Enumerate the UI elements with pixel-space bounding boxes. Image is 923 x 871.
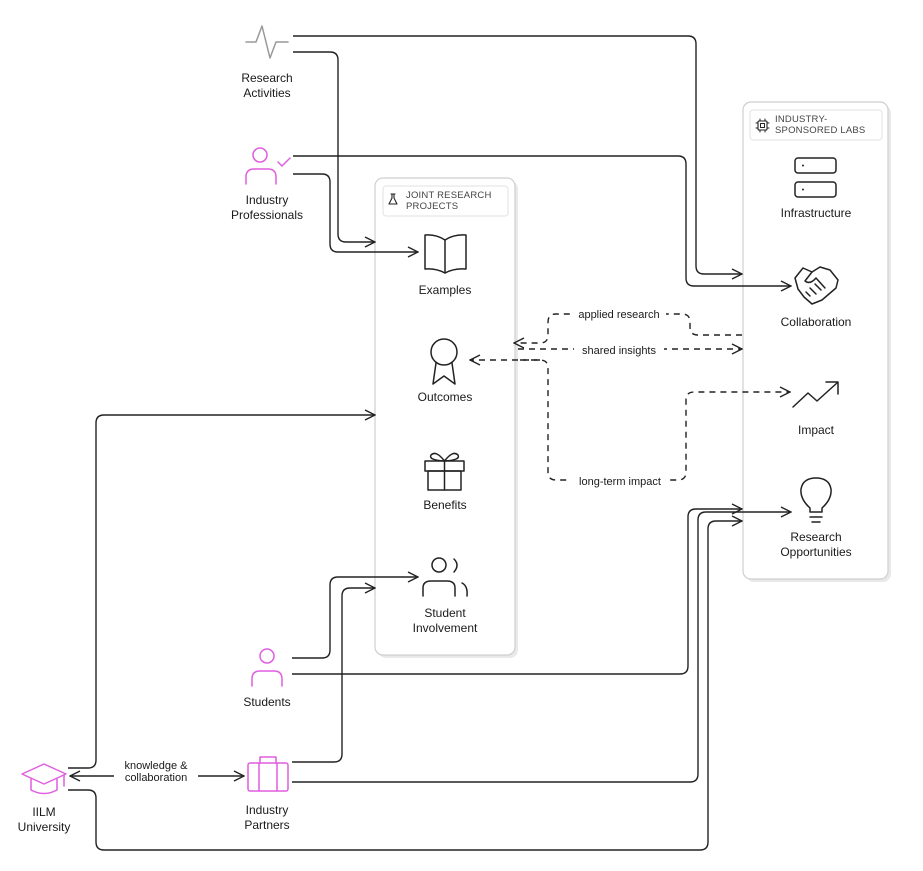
- group-title-line1: JOINT RESEARCH: [406, 190, 492, 201]
- edge-industry-partners-student-involvement: [292, 588, 375, 763]
- node-label-line2: University: [18, 820, 71, 834]
- award-icon: [430, 338, 458, 385]
- chip-icon: [755, 118, 770, 133]
- node-label-line1: Industry: [246, 803, 289, 817]
- node-iilm-university: IILM University: [18, 763, 71, 834]
- node-label-line1: Infrastructure: [781, 206, 852, 220]
- edge-research-activities-examples: [293, 51, 375, 242]
- edge-students-research-opportunities: [292, 509, 742, 675]
- edge-research-activities-collaboration: [293, 35, 742, 274]
- node-label-line1: IILM: [32, 805, 55, 819]
- node-label-line1: Students: [243, 695, 290, 709]
- edge-iilm-joint-projects: [68, 415, 375, 769]
- node-research-opportunities: Research Opportunities: [780, 477, 852, 559]
- edge-industry-professionals-examples: [293, 173, 418, 252]
- group-title-line2: SPONSORED LABS: [775, 125, 865, 136]
- user-icon: [251, 648, 283, 687]
- group-title-line2: PROJECTS: [406, 201, 458, 212]
- node-student-involvement: Student Involvement: [413, 557, 478, 635]
- node-impact: Impact: [792, 381, 839, 437]
- node-label-line2: Opportunities: [780, 545, 851, 559]
- node-examples: Examples: [419, 234, 472, 297]
- edges-solid: [68, 35, 791, 851]
- node-label-line1: Research: [241, 71, 292, 85]
- handshake-icon: [794, 266, 839, 305]
- flask-icon: [388, 193, 398, 205]
- node-label-line2: Activities: [243, 86, 290, 100]
- node-label-line1: Collaboration: [781, 315, 852, 329]
- node-outcomes: Outcomes: [418, 338, 473, 404]
- node-label-line1: Impact: [798, 423, 835, 437]
- group-joint-research-projects: JOINT RESEARCH PROJECTS: [374, 177, 518, 658]
- edge-labels: applied research shared insights long-te…: [114, 306, 670, 786]
- edge-label-long-term-impact: long-term impact: [579, 476, 661, 488]
- users-icon: [422, 557, 468, 597]
- node-benefits: Benefits: [423, 452, 467, 512]
- node-industry-professionals: Industry Professionals: [231, 147, 303, 222]
- edge-students-student-involvement: [292, 577, 418, 659]
- gift-icon: [424, 452, 465, 491]
- group-title-line1: INDUSTRY-: [775, 114, 827, 125]
- server-icon: [794, 157, 837, 198]
- node-label-line1: Outcomes: [418, 390, 473, 404]
- edge-iilm-research-opportunities: [68, 521, 742, 851]
- node-label-line1: Examples: [419, 283, 472, 297]
- node-industry-partners: Industry Partners: [244, 756, 290, 832]
- node-students: Students: [243, 648, 291, 709]
- edge-label-applied-research: applied research: [578, 309, 659, 321]
- node-research-activities: Research Activities: [241, 25, 293, 100]
- node-infrastructure: Infrastructure: [781, 157, 852, 220]
- trending-up-icon: [792, 381, 839, 408]
- node-label-line2: Involvement: [413, 621, 478, 635]
- node-label-line2: Professionals: [231, 208, 303, 222]
- edge-industry-professionals-collaboration: [293, 155, 791, 286]
- lightbulb-icon: [800, 477, 832, 523]
- book-icon: [424, 234, 467, 274]
- node-collaboration: Collaboration: [781, 266, 852, 329]
- group-industry-sponsored-labs: INDUSTRY- SPONSORED LABS: [742, 101, 891, 582]
- node-label-line1: Industry: [246, 193, 289, 207]
- graduation-cap-icon: [21, 763, 67, 795]
- node-label-line1: Research: [790, 530, 841, 544]
- user-check-icon: [245, 147, 291, 185]
- pulse-icon: [245, 25, 289, 59]
- edge-label-knowledge-line2: collaboration: [125, 772, 187, 784]
- edge-industry-partners-research-opportunities: [292, 512, 791, 783]
- node-label-line1: Benefits: [423, 498, 466, 512]
- node-label-line1: Student: [424, 606, 466, 620]
- edge-label-knowledge-line1: knowledge &: [125, 760, 189, 772]
- briefcase-icon: [247, 756, 289, 792]
- node-label-line2: Partners: [244, 818, 289, 832]
- edge-label-shared-insights: shared insights: [582, 345, 656, 357]
